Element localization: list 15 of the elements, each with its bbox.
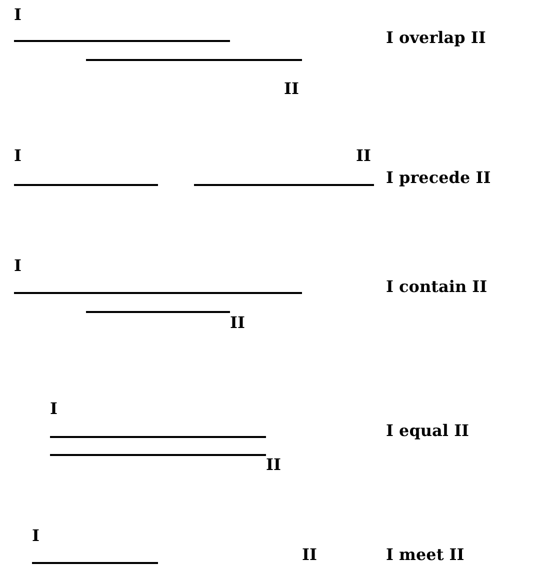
interval-label: I <box>32 526 40 546</box>
relation-label: I overlap II <box>386 28 486 48</box>
relation-label: I precede II <box>386 168 491 188</box>
interval-label: II <box>356 146 371 166</box>
interval-label: I <box>14 256 22 276</box>
interval-label: I <box>50 399 58 419</box>
relation-label: I contain II <box>386 277 488 297</box>
interval-label: II <box>230 313 245 333</box>
interval-label: I <box>14 5 22 25</box>
interval-label: II <box>266 455 281 475</box>
interval-label: II <box>284 79 299 99</box>
interval-label: I <box>14 146 22 166</box>
relation-label: I equal II <box>386 421 470 441</box>
interval-label: II <box>302 545 317 565</box>
relation-label: I meet II <box>386 545 464 565</box>
